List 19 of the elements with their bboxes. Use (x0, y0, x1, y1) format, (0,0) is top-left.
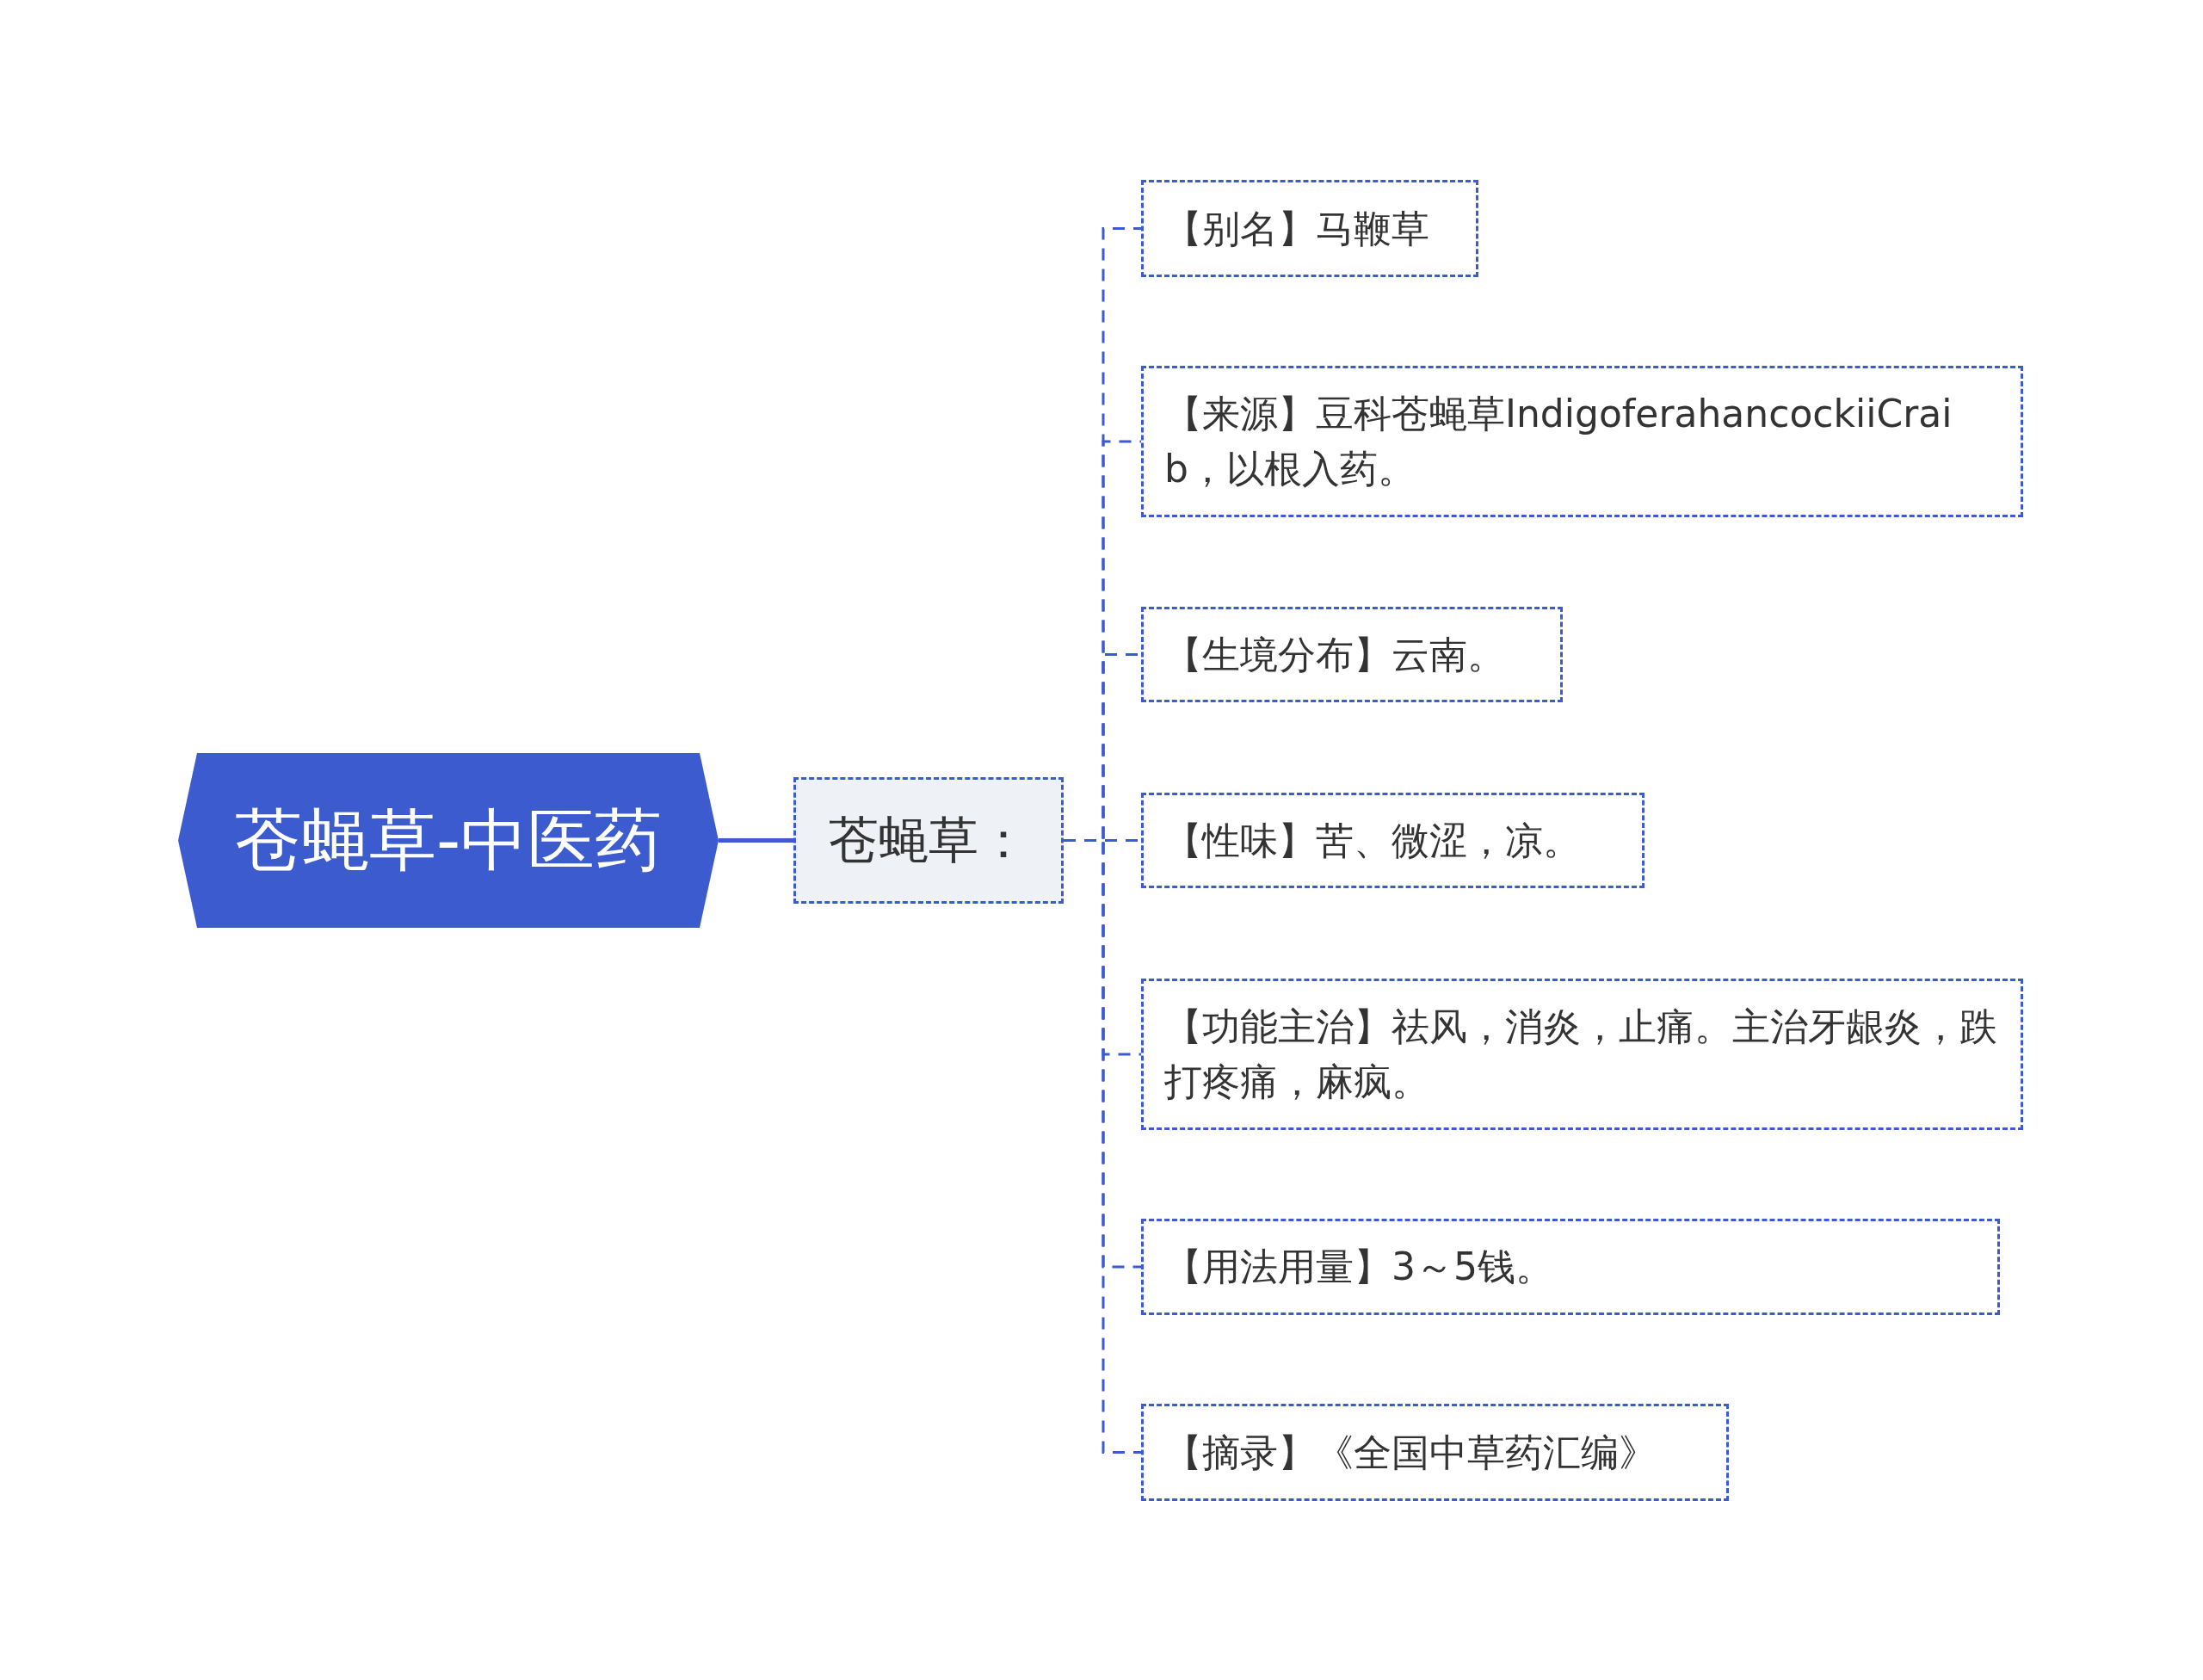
detail-box (1141, 366, 2023, 517)
detail-box (1141, 979, 2023, 1130)
detail-box (1141, 1404, 1729, 1501)
topic-title: 苍蝇草-中医药 (234, 800, 663, 880)
connector-line (719, 838, 793, 843)
node-text: 苍蝇草： (829, 810, 1028, 872)
node-text: 【摘录】《全国中草药汇编》 (1164, 1429, 1657, 1476)
detail-box (1141, 1219, 2000, 1315)
node-text: 【生境分布】云南。 (1164, 631, 1505, 678)
topic-hexagon (178, 753, 719, 928)
node-text: 【功能主治】祛风，消炎，止痛。主治牙龈炎，跌打疼痛，麻疯。 (1164, 1004, 1998, 1105)
node-text: 【别名】马鞭草 (1164, 205, 1429, 252)
detail-box (1141, 607, 1563, 702)
detail-box (1141, 180, 1478, 277)
detail-box (1141, 793, 1645, 888)
node-text: 【来源】豆科苍蝇草IndigoferahancockiiCraib，以根入药。 (1164, 391, 1953, 492)
node-text: 【性味】苦、微涩，凉。 (1164, 817, 1581, 864)
node-text: 【用法用量】3～5钱。 (1164, 1244, 1553, 1291)
subtopic-box (793, 777, 1064, 904)
